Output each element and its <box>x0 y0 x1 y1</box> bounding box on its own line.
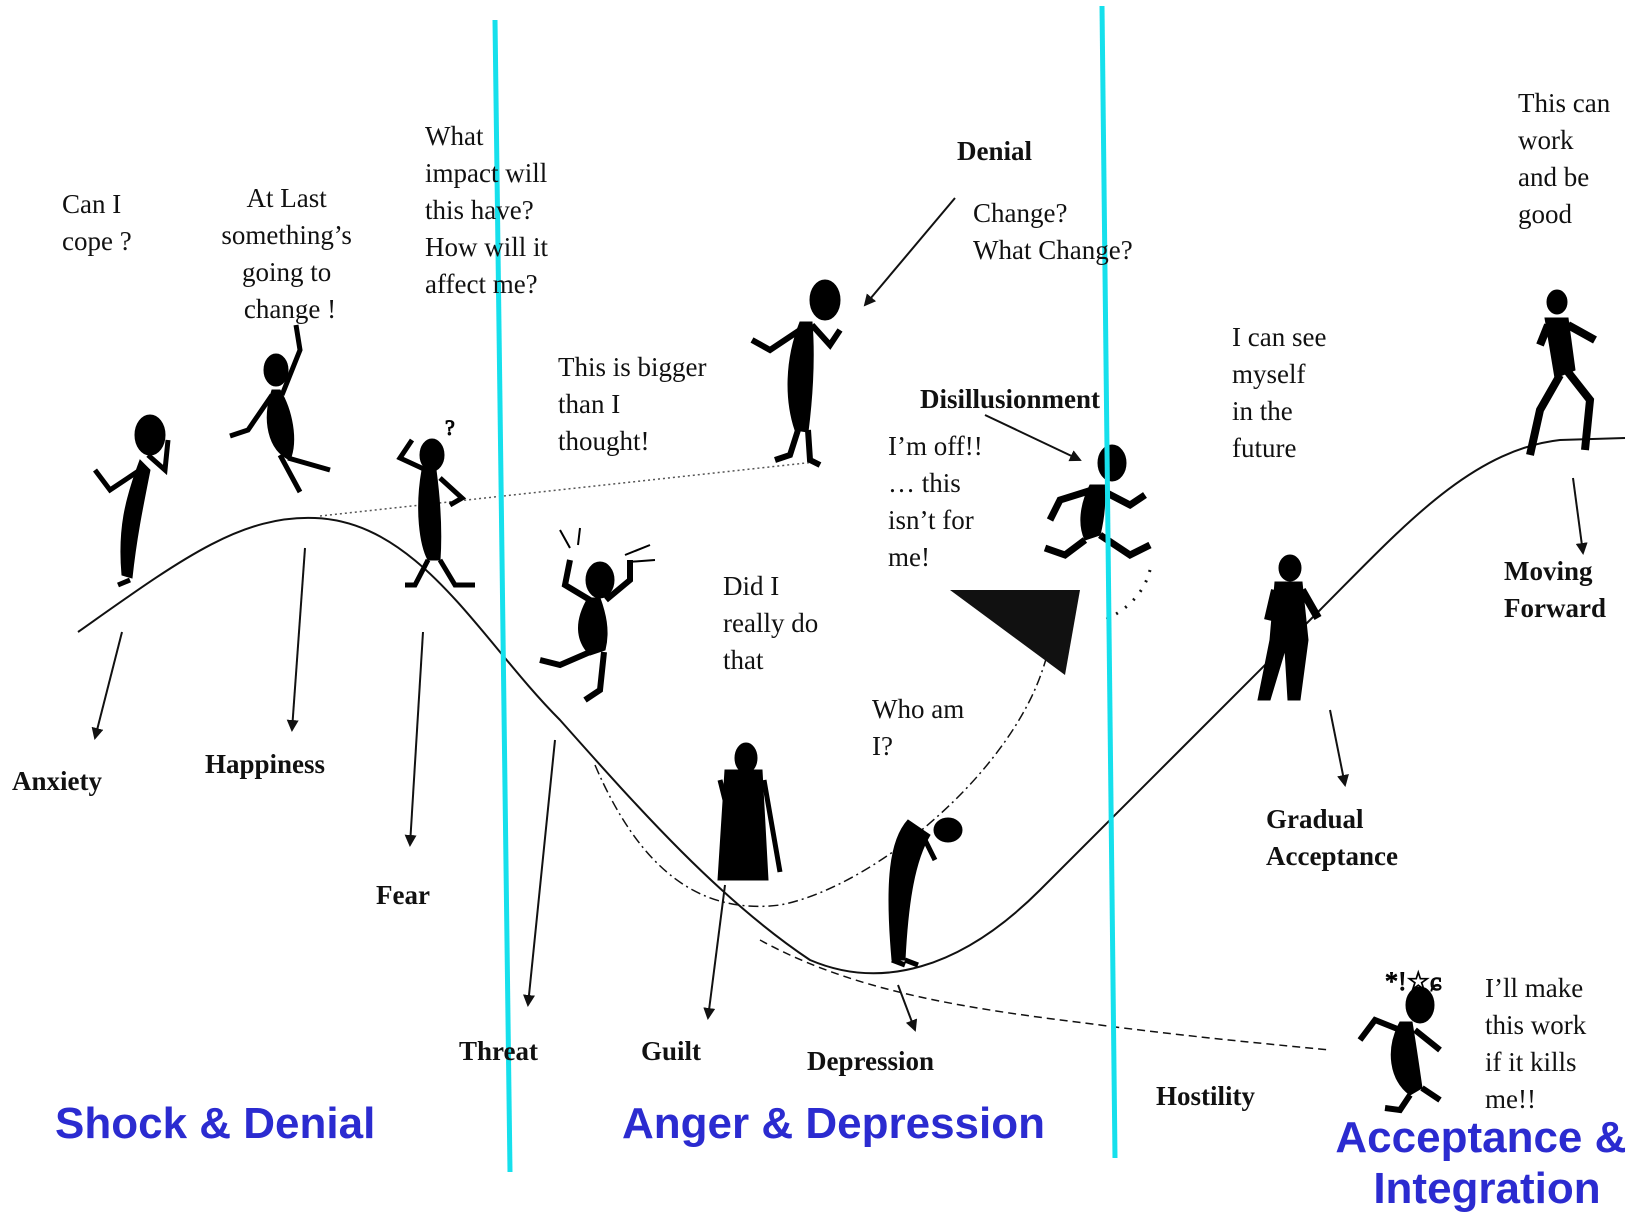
quote-see-myself: I can see myself in the future <box>1232 322 1333 463</box>
svg-text:?: ? <box>445 415 455 440</box>
quote-can-i-cope: Can I cope ? <box>62 189 132 256</box>
quote-at-last: At Last something’s going to change ! <box>221 183 358 324</box>
arrow-denial <box>863 197 956 307</box>
label-anxiety: Anxiety <box>12 766 102 796</box>
dashed-connector <box>759 939 1331 1051</box>
figure-gradual-acceptance <box>1257 554 1322 701</box>
figure-threat <box>539 527 656 703</box>
arrow-happiness <box>286 547 306 732</box>
figure-guilt <box>717 742 783 881</box>
label-gradual-acceptance: Gradual Acceptance <box>1266 804 1398 871</box>
change-curve <box>77 437 1626 975</box>
divider-left <box>492 19 513 1173</box>
label-moving-forward: Moving Forward <box>1504 556 1606 623</box>
svg-text:*!☆ɕ: *!☆ɕ <box>1385 967 1442 996</box>
figure-moving-forward <box>1526 289 1597 456</box>
arrow-depression <box>897 984 918 1032</box>
arrow-disillusionment <box>984 414 1082 462</box>
quote-who-am-i: Who am I? <box>872 694 971 761</box>
figure-depression <box>888 817 963 968</box>
label-depression: Depression <box>807 1046 934 1076</box>
figure-hostility: *!☆ɕ <box>1357 967 1442 1114</box>
figure-happiness <box>229 324 331 494</box>
quote-change: Change? What Change? <box>973 198 1133 265</box>
arrow-threat <box>523 739 556 1007</box>
quote-this-can-work: This can work and be good <box>1518 88 1617 229</box>
arrow-guilt <box>703 884 726 1020</box>
label-denial: Denial <box>957 136 1033 166</box>
figure-disillusionment-runner <box>1043 444 1152 560</box>
figure-anxiety <box>93 414 171 588</box>
figure-bigger <box>750 279 843 468</box>
dotted-connector <box>319 461 816 517</box>
figure-fear: ? <box>396 415 475 588</box>
quote-did-i: Did I really do that <box>723 571 825 675</box>
phase-shock-denial: Shock & Denial <box>55 1099 375 1148</box>
arrow-fear <box>404 631 424 847</box>
label-happiness: Happiness <box>205 749 325 779</box>
arrow-gradual-acceptance <box>1329 709 1349 787</box>
quote-make-this-work: I’ll make this work if it kills me!! <box>1485 973 1593 1114</box>
quote-what-impact: What impact will this have? How will it … <box>425 121 555 299</box>
quote-bigger: This is bigger than I thought! <box>558 352 713 456</box>
label-hostility: Hostility <box>1156 1081 1255 1111</box>
label-fear: Fear <box>376 880 430 910</box>
divider-right <box>1099 5 1118 1159</box>
label-guilt: Guilt <box>641 1036 701 1066</box>
quote-im-off: I’m off!! … this isn’t for me! <box>888 431 989 572</box>
phase-anger-depression: Anger & Depression <box>622 1099 1045 1148</box>
arrow-moving-forward <box>1572 477 1588 555</box>
label-disillusionment: Disillusionment <box>920 384 1100 414</box>
cliff-ledge <box>950 590 1080 675</box>
arrow-anxiety <box>91 631 123 740</box>
label-threat: Threat <box>459 1036 538 1066</box>
phase-acceptance-integration: Acceptance & Integration <box>1335 1113 1638 1213</box>
dash-dot-connector <box>594 594 1061 907</box>
